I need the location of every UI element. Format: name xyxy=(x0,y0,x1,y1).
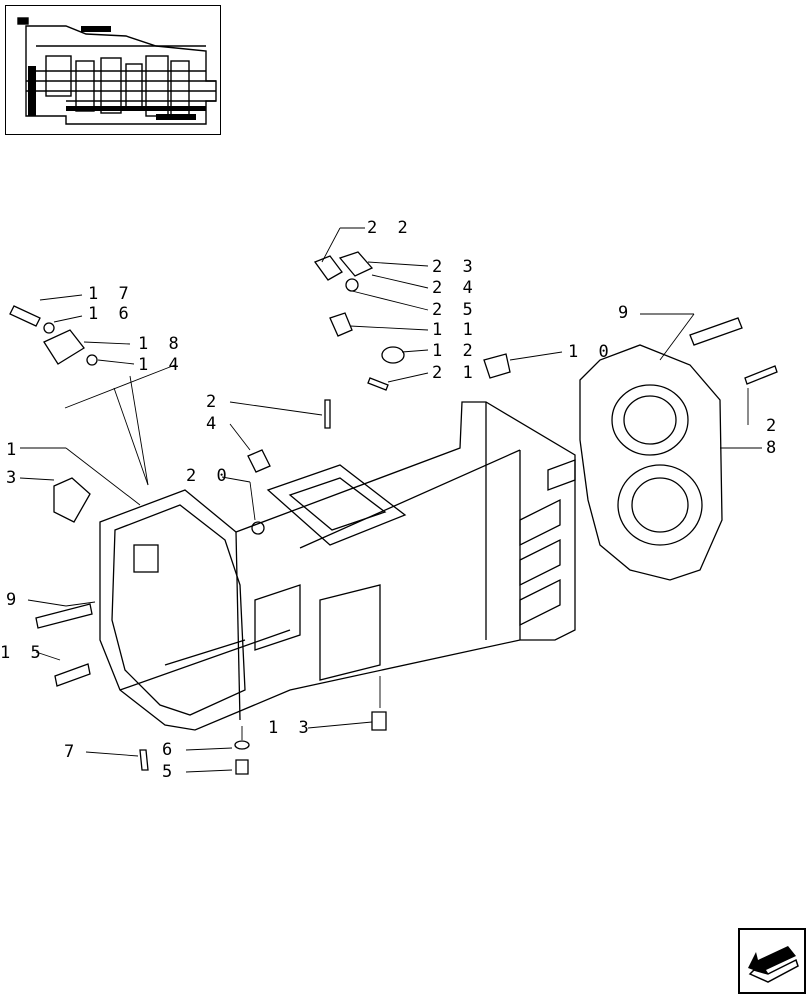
pin-21 xyxy=(367,377,389,391)
washer-6 xyxy=(234,740,250,750)
dowel-2-right xyxy=(744,365,778,385)
o-ring-25 xyxy=(345,278,359,292)
callout-24: 2 4 xyxy=(432,278,478,298)
page-navigation-button[interactable] xyxy=(738,928,806,994)
callout-8: 8 xyxy=(766,438,782,458)
callout-12: 1 2 xyxy=(432,341,478,361)
washer-12 xyxy=(381,346,405,364)
arrow-icon xyxy=(748,946,799,983)
bolt-9-right xyxy=(689,317,743,346)
callout-5: 5 xyxy=(162,762,178,782)
bracket-18 xyxy=(43,329,85,365)
bolt-17 xyxy=(9,305,41,327)
callout-11: 1 1 xyxy=(432,320,478,340)
callout-16: 1 6 xyxy=(88,304,134,324)
callout-3: 3 xyxy=(6,468,22,488)
transmission-housing xyxy=(99,401,576,731)
leader-lines xyxy=(19,227,762,773)
callout-9-right: 9 xyxy=(618,303,634,323)
callout-21: 2 1 xyxy=(432,363,478,383)
o-ring-14 xyxy=(86,354,98,366)
callout-10: 1 0 xyxy=(568,342,614,362)
callout-2-right: 2 xyxy=(766,416,782,436)
rear-cover xyxy=(579,344,723,581)
drain-plug-13 xyxy=(371,711,387,731)
callout-25: 2 5 xyxy=(432,300,478,320)
callout-6: 6 xyxy=(162,740,178,760)
cotter-pin-7 xyxy=(139,749,149,771)
plug-5 xyxy=(235,759,249,775)
vent-plug-pair xyxy=(313,251,374,281)
callout-13: 1 3 xyxy=(268,718,314,738)
callout-9-left: 9 xyxy=(6,590,22,610)
callout-4: 4 xyxy=(206,414,222,434)
washer-16 xyxy=(43,322,55,334)
pin-2-top xyxy=(324,399,331,429)
callout-22: 2 2 xyxy=(367,218,413,238)
plug-20 xyxy=(251,521,265,535)
callout-15: 1 5 xyxy=(0,643,46,663)
overview-thumbnail xyxy=(5,5,221,135)
callout-17: 1 7 xyxy=(88,284,134,304)
callout-7: 7 xyxy=(64,742,80,762)
callout-18: 1 8 xyxy=(138,334,184,354)
callout-23: 2 3 xyxy=(432,257,478,277)
fitting-11 xyxy=(329,312,353,337)
dowel-9-left xyxy=(35,603,93,629)
callout-20: 2 0 xyxy=(186,466,232,486)
callout-1: 1 xyxy=(6,440,22,460)
cap-4 xyxy=(247,449,271,473)
callout-2-top: 2 xyxy=(206,392,222,412)
plate-3 xyxy=(53,477,91,523)
bolt-15 xyxy=(54,663,91,687)
callout-14: 1 4 xyxy=(138,355,184,375)
bushing-10 xyxy=(483,353,511,379)
transmission-overview-drawing xyxy=(17,17,217,125)
